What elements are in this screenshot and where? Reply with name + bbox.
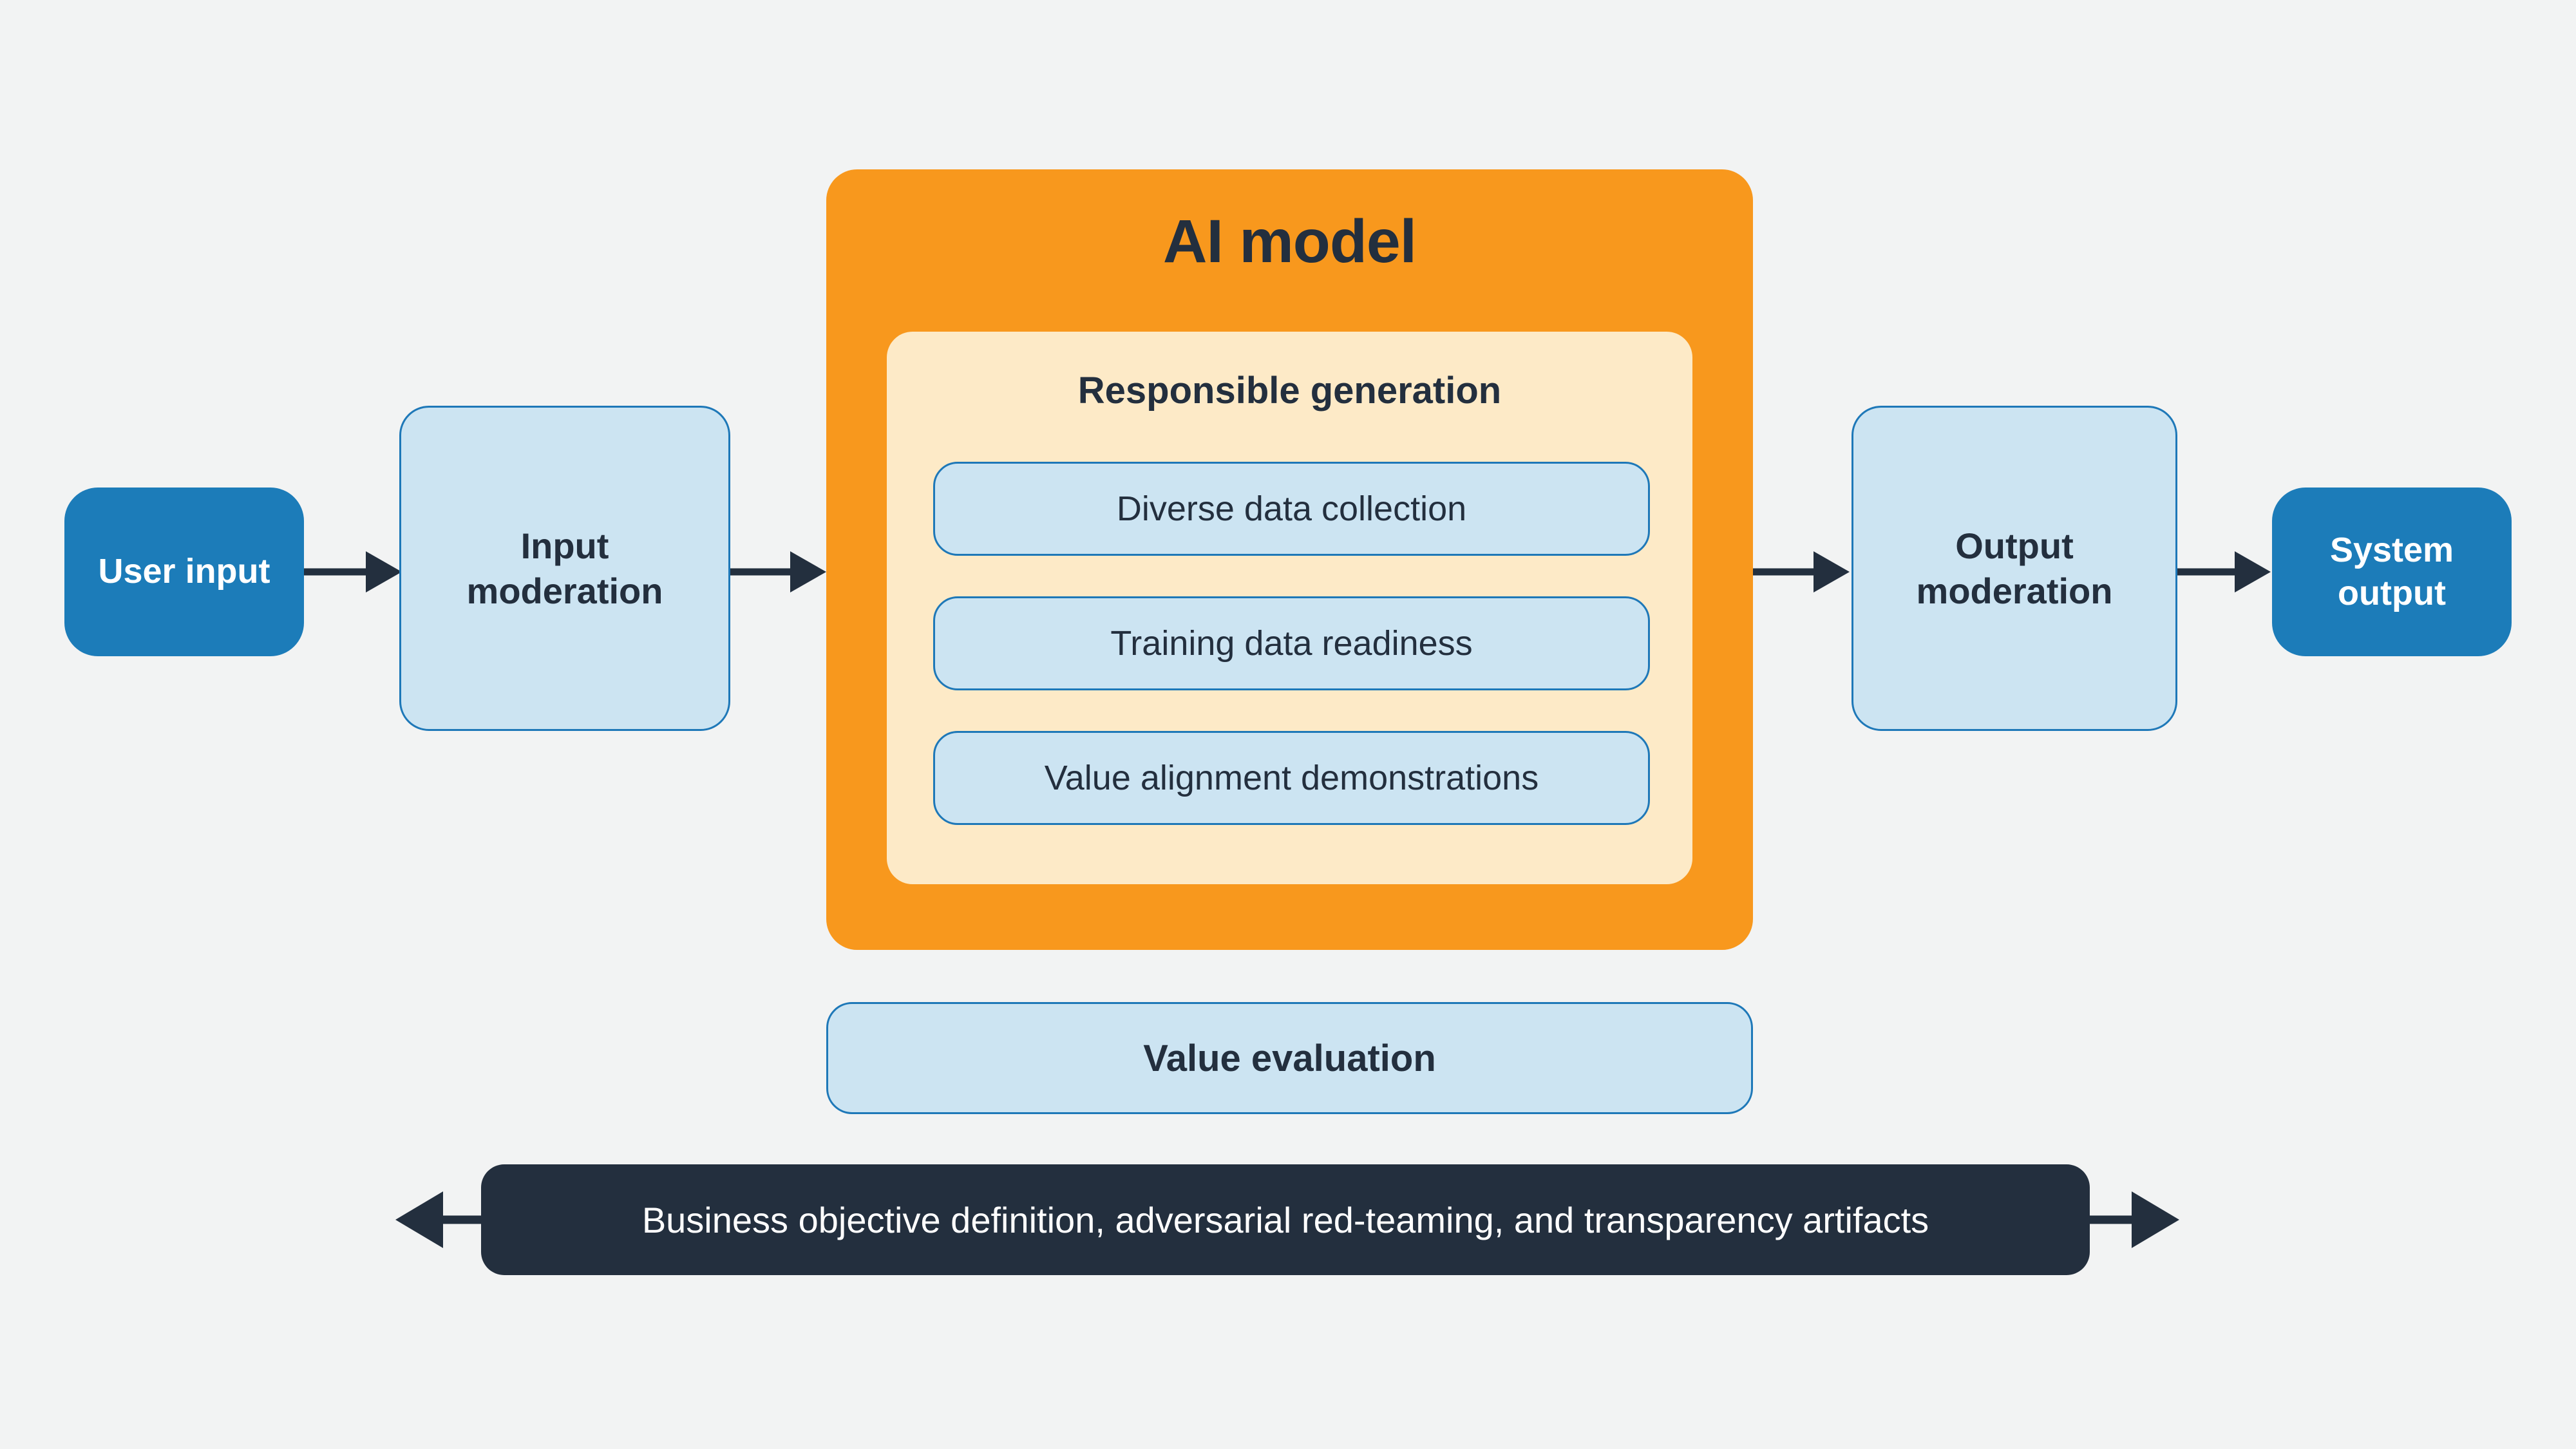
node-ai-model: AI model Responsible generation Diverse … <box>826 169 1753 950</box>
ai-model-title: AI model <box>1162 207 1417 276</box>
node-output-moderation-label: Output moderation <box>1916 525 2113 611</box>
node-user-input: User input <box>64 488 304 656</box>
node-user-input-label: User input <box>98 552 270 591</box>
node-value-evaluation: Value evaluation <box>826 1002 1753 1114</box>
arrow-right-icon <box>2087 1191 2179 1248</box>
pill-label: Value alignment demonstrations <box>1044 759 1539 797</box>
node-system-output-label: System output <box>2329 530 2454 613</box>
arrow-right-icon <box>304 551 402 592</box>
arrow-right-icon <box>2177 551 2271 592</box>
node-output-moderation: Output moderation <box>1852 406 2177 731</box>
arrow-right-icon <box>730 551 826 592</box>
responsible-generation-title: Responsible generation <box>1077 370 1502 412</box>
pill-label: Training data readiness <box>1110 624 1473 663</box>
node-value-evaluation-label: Value evaluation <box>1143 1037 1436 1079</box>
node-training-data-readiness: Training data readiness <box>933 596 1650 690</box>
pill-label: Diverse data collection <box>1116 489 1467 528</box>
node-system-output: System output <box>2272 488 2512 656</box>
arrow-right-icon <box>1753 551 1850 592</box>
node-value-alignment-demonstrations: Value alignment demonstrations <box>933 731 1650 825</box>
bottom-banner-label: Business objective definition, adversari… <box>641 1199 1929 1240</box>
node-input-moderation: Input moderation <box>399 406 730 731</box>
bottom-banner: Business objective definition, adversari… <box>481 1164 2090 1275</box>
node-diverse-data-collection: Diverse data collection <box>933 462 1650 556</box>
node-responsible-generation: Responsible generation Diverse data coll… <box>887 332 1692 884</box>
arrow-left-icon <box>395 1191 489 1248</box>
node-input-moderation-label: Input moderation <box>466 525 663 611</box>
